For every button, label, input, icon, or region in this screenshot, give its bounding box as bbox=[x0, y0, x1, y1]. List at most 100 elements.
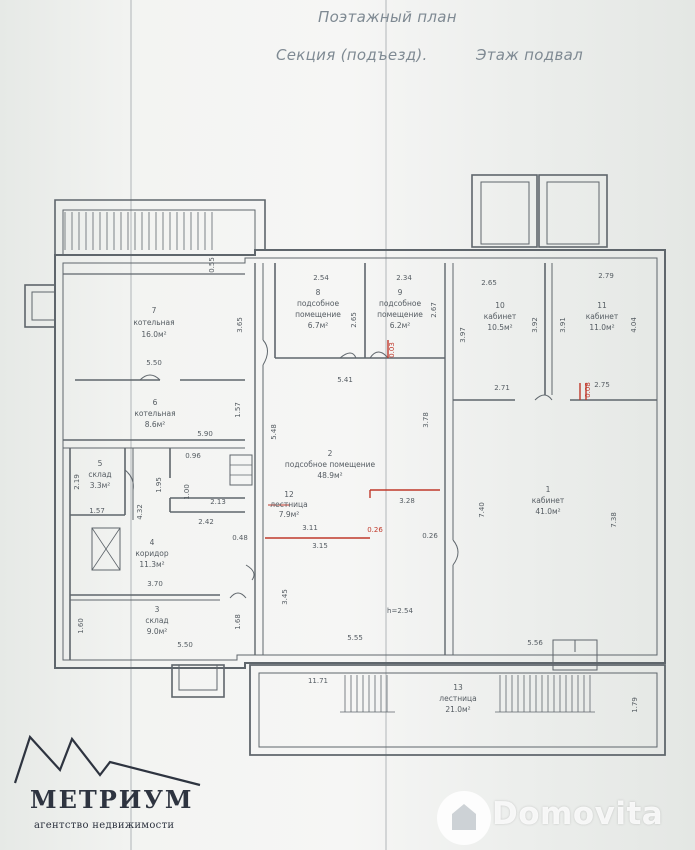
room-3-name: склад bbox=[145, 616, 168, 625]
room-6-number: 6 bbox=[153, 398, 158, 407]
dim-label: 2.13 bbox=[210, 498, 226, 506]
room-1-number: 1 bbox=[546, 485, 551, 494]
room-10-area: 10.5м² bbox=[487, 323, 512, 332]
room-6-name: котельная bbox=[134, 409, 175, 418]
dim-label: 3.11 bbox=[302, 524, 318, 532]
dim-label: 1.79 bbox=[631, 697, 639, 713]
dim-label: 1.57 bbox=[234, 402, 242, 418]
dim-label: 1.57 bbox=[89, 507, 105, 515]
dim-label: 5.55 bbox=[347, 634, 363, 642]
dim-label: 3.15 bbox=[312, 542, 328, 550]
dim-label: 3.78 bbox=[422, 412, 430, 428]
dim-label: 3.92 bbox=[531, 317, 539, 333]
red-dim-label: 0.03 bbox=[388, 342, 396, 358]
walls bbox=[24, 174, 666, 756]
dim-label: 0.48 bbox=[232, 534, 248, 542]
dim-label: 2.19 bbox=[73, 474, 81, 490]
dim-label: 2.34 bbox=[396, 274, 412, 282]
plan-title: Поэтажный план bbox=[318, 8, 457, 26]
dim-label: 7.40 bbox=[478, 502, 486, 518]
dim-label: 5.48 bbox=[270, 424, 278, 440]
dim-label: 5.41 bbox=[337, 376, 353, 384]
vertical-dimension-labels: 3.65 1.57 0.55 2.65 2.67 5.48 3.78 3.97 … bbox=[73, 257, 639, 713]
room-11-area: 11.0м² bbox=[589, 323, 614, 332]
room-3-area: 9.0м² bbox=[147, 627, 168, 636]
room-12-area: 7.9м² bbox=[279, 510, 300, 519]
room-9-name1: подсобное bbox=[379, 299, 422, 308]
room-9-name2: помещение bbox=[377, 310, 423, 319]
dim-label: 2.75 bbox=[594, 381, 610, 389]
room-8-area: 6.7м² bbox=[308, 321, 329, 330]
room-2-area: 48.9м² bbox=[317, 471, 342, 480]
room-2-name: подсобное помещение bbox=[285, 460, 376, 469]
dim-label: 2.65 bbox=[481, 279, 497, 287]
red-dim-label: 0.08 bbox=[584, 382, 592, 398]
room-8-name2: помещение bbox=[295, 310, 341, 319]
room-10-name: кабинет bbox=[484, 312, 517, 321]
room-4-name: коридор bbox=[135, 549, 169, 558]
room-13-number: 13 bbox=[453, 683, 463, 692]
dim-label: 11.71 bbox=[308, 677, 328, 685]
room-8-number: 8 bbox=[316, 288, 321, 297]
dim-label: 0.26 bbox=[422, 532, 438, 540]
floor-label: Этаж подвал bbox=[476, 46, 583, 64]
room-9-number: 9 bbox=[398, 288, 403, 297]
room-12-name: лестница bbox=[270, 500, 307, 509]
dim-label: 3.28 bbox=[399, 497, 415, 505]
dim-label: 5.90 bbox=[197, 430, 213, 438]
room-4-area: 11.3м² bbox=[139, 560, 164, 569]
room-6-area: 8.6м² bbox=[145, 420, 166, 429]
dim-label: 3.45 bbox=[281, 589, 289, 605]
dim-label: 2.65 bbox=[350, 312, 358, 328]
dim-label: 7.38 bbox=[610, 512, 618, 528]
metrium-logo-mark bbox=[13, 734, 201, 787]
room-12-number: 12 bbox=[284, 490, 294, 499]
room-9-area: 6.2м² bbox=[390, 321, 411, 330]
dim-label: 3.65 bbox=[236, 317, 244, 333]
red-dimension-labels: 0.03 0.08 0.26 bbox=[367, 342, 592, 534]
logo-subtitle: агентство недвижимости bbox=[34, 820, 175, 831]
dim-label: 5.50 bbox=[146, 359, 162, 367]
room-labels: 7 котельная 16.0м² 6 котельная 8.6м² 5 с… bbox=[88, 288, 619, 714]
room-5-area: 3.3м² bbox=[90, 481, 111, 490]
room-1-name: кабинет bbox=[532, 496, 565, 505]
logo-wordmark: МЕТРИУМ bbox=[30, 785, 194, 814]
room-5-name: склад bbox=[88, 470, 111, 479]
dim-label: 3.70 bbox=[147, 580, 163, 588]
dim-label: 3.91 bbox=[559, 317, 567, 333]
room-11-name: кабинет bbox=[586, 312, 619, 321]
room-2-number: 2 bbox=[328, 449, 333, 458]
domovita-watermark-text: Domovita bbox=[492, 796, 664, 832]
dim-label: 0.55 bbox=[208, 257, 216, 273]
dim-label: 1.00 bbox=[183, 484, 191, 500]
section-label: Секция (подъезд). bbox=[276, 46, 428, 64]
dim-label: 3.97 bbox=[459, 327, 467, 343]
dim-label: 1.60 bbox=[77, 618, 85, 634]
dim-label: 2.71 bbox=[494, 384, 510, 392]
stair-hatching-top bbox=[64, 212, 213, 250]
room-7-area: 16.0м² bbox=[141, 330, 166, 339]
room-7-number: 7 bbox=[152, 306, 157, 315]
paper-fold-line bbox=[385, 0, 387, 850]
room-13-area: 21.0м² bbox=[445, 705, 470, 714]
dim-label: 1.95 bbox=[155, 477, 163, 493]
dim-label: 5.50 bbox=[177, 641, 193, 649]
elevator-shaft bbox=[91, 527, 121, 571]
paper-fold-line bbox=[130, 0, 132, 850]
dimension-labels: 5.50 5.90 2.54 2.34 2.65 2.79 5.41 2.71 … bbox=[89, 272, 614, 685]
room-7-name: котельная bbox=[133, 318, 174, 327]
dim-label: 5.56 bbox=[527, 639, 543, 647]
domovita-watermark-icon bbox=[437, 791, 491, 845]
dim-label: 1.68 bbox=[234, 614, 242, 630]
room-10-number: 10 bbox=[495, 301, 505, 310]
dim-label: 2.54 bbox=[313, 274, 329, 282]
dim-label: 2.67 bbox=[430, 302, 438, 318]
red-dim-label: 0.26 bbox=[367, 526, 383, 534]
dim-label: 2.79 bbox=[598, 272, 614, 280]
dim-label: 2.42 bbox=[198, 518, 214, 526]
room-8-name1: подсобное bbox=[297, 299, 340, 308]
red-marks bbox=[265, 340, 587, 539]
dim-label: h=2.54 bbox=[387, 607, 413, 615]
